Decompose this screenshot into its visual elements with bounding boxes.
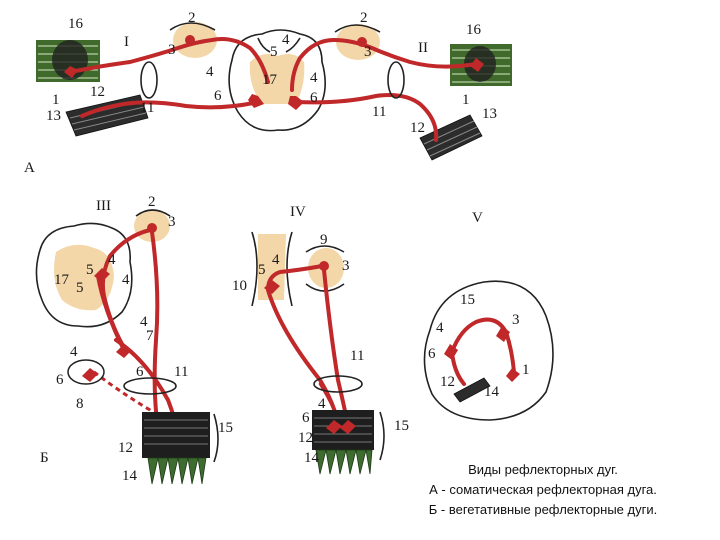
panel-b-arc-v: 15 3 4 6 1 12 14 V xyxy=(424,210,553,420)
label-2-right: 2 xyxy=(360,10,368,26)
panel-label-a: А xyxy=(24,160,35,176)
label-12-right: 12 xyxy=(410,120,425,136)
label-b3-4d: 4 xyxy=(70,344,78,360)
label-b4-12: 12 xyxy=(298,430,313,446)
roman-ii: II xyxy=(418,40,428,56)
label-b4-3: 3 xyxy=(342,258,350,274)
label-b3-8: 8 xyxy=(76,396,84,412)
label-6-left: 6 xyxy=(214,88,222,104)
label-b4-15: 15 xyxy=(394,418,409,434)
roman-v: V xyxy=(472,210,483,226)
label-16-left: 16 xyxy=(68,16,84,32)
label-4-right: 4 xyxy=(310,70,318,86)
label-b5-12: 12 xyxy=(440,374,455,390)
panel-a-somatic-arc: 16 2 3 1 13 12 11 4 6 5 4 17 4 6 2 3 16 … xyxy=(24,10,512,176)
label-b3-5a: 5 xyxy=(86,262,94,278)
label-12-left: 12 xyxy=(90,84,105,100)
organ-wall-b4 xyxy=(312,410,384,474)
roman-iv: IV xyxy=(290,204,306,220)
label-5: 5 xyxy=(270,44,278,60)
label-b4-6: 6 xyxy=(302,410,310,426)
label-b5-6: 6 xyxy=(428,346,436,362)
label-b3-7: 7 xyxy=(146,328,154,344)
label-4-center: 4 xyxy=(282,32,290,48)
label-13-right: 13 xyxy=(482,106,497,122)
label-b3-6a: 6 xyxy=(56,372,64,388)
label-b4-10: 10 xyxy=(232,278,247,294)
label-b3-17: 17 xyxy=(54,272,70,288)
label-b3-4b: 4 xyxy=(122,272,130,288)
label-2-left: 2 xyxy=(188,10,196,26)
label-b3-2: 2 xyxy=(148,194,156,210)
label-b5-15: 15 xyxy=(460,292,475,308)
label-b3-14: 14 xyxy=(122,468,138,484)
label-13-left: 13 xyxy=(46,108,61,124)
figure-caption: Виды рефлекторных дуг. А - соматическая … xyxy=(388,460,698,520)
label-b3-12: 12 xyxy=(118,440,133,456)
muscle-right xyxy=(420,115,482,160)
label-b3-5b: 5 xyxy=(76,280,84,296)
roman-iii: III xyxy=(96,198,111,214)
panel-b-arc-iv: 9 3 4 5 10 11 4 6 12 14 15 IV xyxy=(232,204,409,474)
label-4-left: 4 xyxy=(206,64,214,80)
label-3-right: 3 xyxy=(364,44,372,60)
label-b4-5: 5 xyxy=(258,262,266,278)
panel-b-arc-iii: 2 3 17 4 5 5 4 4 7 4 6 6 8 11 15 12 14 I… xyxy=(36,194,233,484)
skin-patch-left xyxy=(36,40,100,82)
label-b5-14: 14 xyxy=(484,384,500,400)
label-11-right: 11 xyxy=(372,104,386,120)
panel-label-b: Б xyxy=(40,450,49,466)
label-16-right: 16 xyxy=(466,22,482,38)
label-b4-9: 9 xyxy=(320,232,328,248)
label-b5-4: 4 xyxy=(436,320,444,336)
label-b3-3: 3 xyxy=(168,214,176,230)
label-b5-1: 1 xyxy=(522,362,530,378)
label-17: 17 xyxy=(262,72,278,88)
label-b3-15: 15 xyxy=(218,420,233,436)
label-b3-11: 11 xyxy=(174,364,188,380)
label-6-right: 6 xyxy=(310,90,318,106)
caption-title: Виды рефлекторных дуг. xyxy=(388,460,698,480)
roman-i: I xyxy=(124,34,129,50)
label-1-right: 1 xyxy=(462,92,470,108)
organ-wall-b3 xyxy=(142,412,218,484)
label-b5-3: 3 xyxy=(512,312,520,328)
label-b3-6b: 6 xyxy=(136,364,144,380)
label-b4-4b: 4 xyxy=(318,396,326,412)
label-11-left: 11 xyxy=(140,100,154,116)
label-b4-14: 14 xyxy=(304,450,320,466)
label-b3-4a: 4 xyxy=(108,252,116,268)
label-1-left: 1 xyxy=(52,92,60,108)
label-3-left: 3 xyxy=(168,42,176,58)
caption-line-b: Б - вегетативные рефлекторные дуги. xyxy=(388,500,698,520)
spinal-cord-b3 xyxy=(36,223,131,326)
caption-line-a: А - соматическая рефлекторная дуга. xyxy=(388,480,698,500)
label-b4-4: 4 xyxy=(272,252,280,268)
label-b4-11: 11 xyxy=(350,348,364,364)
